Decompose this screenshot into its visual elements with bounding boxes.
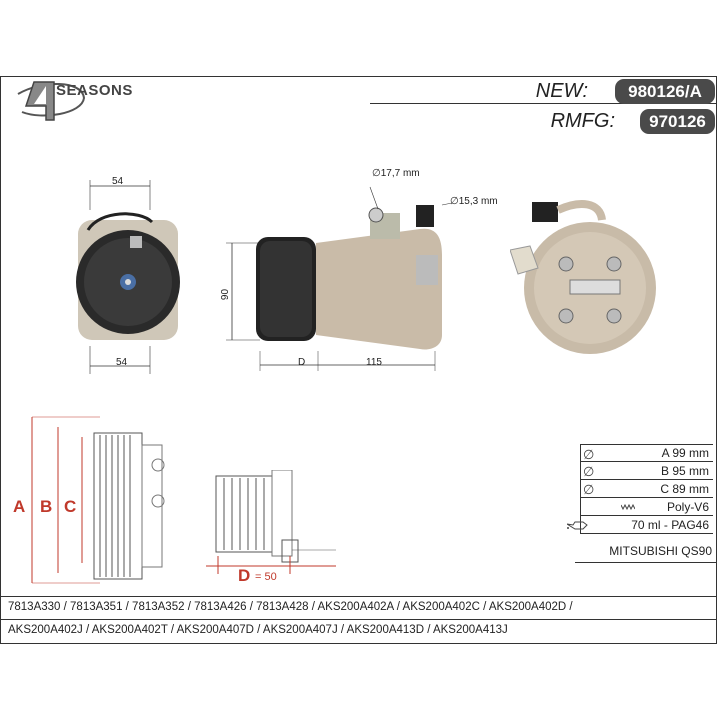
new-part-number-badge: 980126/A: [615, 79, 715, 104]
length-dimension: 115: [366, 357, 382, 368]
compressor-rear-view: [510, 200, 656, 354]
front-width-bottom: 54: [116, 357, 128, 368]
references-rule-top: [0, 596, 717, 597]
rmfg-part-number-badge: 970126: [640, 109, 715, 134]
pulley-letter-a: A: [13, 497, 26, 516]
spec-row: ∅ A 99 mm: [581, 444, 713, 462]
diameter-icon: ∅: [583, 482, 595, 497]
d-dimension-letter: D: [238, 566, 251, 585]
diameter-17-7: ∅17,7 mm: [372, 168, 420, 179]
spec-table: ∅ A 99 mm ∅ B 95 mm ∅ C 89 mm Poly-V6 70…: [567, 444, 713, 534]
d-dimension-diagram: [206, 470, 336, 574]
spec-row: Poly-V6: [581, 498, 713, 516]
references-line-2: AKS200A402J / AKS200A402T / AKS200A407D …: [8, 624, 508, 636]
references-rule-middle: [0, 619, 717, 620]
pulley-letter-b: B: [40, 497, 53, 516]
references-line-1: 7813A330 / 7813A351 / 7813A352 / 7813A42…: [8, 601, 573, 613]
belt-icon: [621, 503, 635, 511]
header-rule: [370, 103, 716, 104]
diameter-15-3: ∅15,3 mm: [450, 196, 498, 207]
new-label: NEW:: [535, 80, 588, 102]
compressor-front-view: [76, 180, 180, 374]
brand-name: SEASONS: [56, 82, 133, 99]
compressor-side-view: [226, 186, 453, 371]
height-dimension: 90: [220, 288, 232, 301]
spec-text: 70 ml - PAG46: [631, 517, 709, 532]
vehicle-model: MITSUBISHI QS90: [609, 544, 712, 558]
pulley-letter-c: C: [64, 497, 77, 516]
diameter-icon: ∅: [583, 447, 595, 462]
pulley-diagram: [31, 416, 165, 584]
d-dimension-value: = 50: [255, 571, 277, 583]
four-seasons-logo: [17, 81, 86, 121]
rmfg-label: RMFG:: [550, 110, 615, 132]
model-rule: [575, 562, 717, 563]
diameter-icon: ∅: [583, 464, 595, 479]
spec-text: B 95 mm: [660, 463, 709, 478]
spec-row: ∅ B 95 mm: [581, 462, 713, 480]
front-width-top: 54: [112, 176, 124, 187]
spec-row: 70 ml - PAG46: [567, 516, 713, 534]
spec-row: ∅ C 89 mm: [581, 480, 713, 498]
oil-can-icon: [567, 521, 588, 530]
spec-text: A 99 mm: [661, 446, 709, 460]
spec-text: Poly-V6: [666, 499, 709, 514]
d-side-label: D: [298, 357, 306, 368]
spec-text: C 89 mm: [660, 481, 709, 496]
document-frame: [0, 76, 717, 644]
